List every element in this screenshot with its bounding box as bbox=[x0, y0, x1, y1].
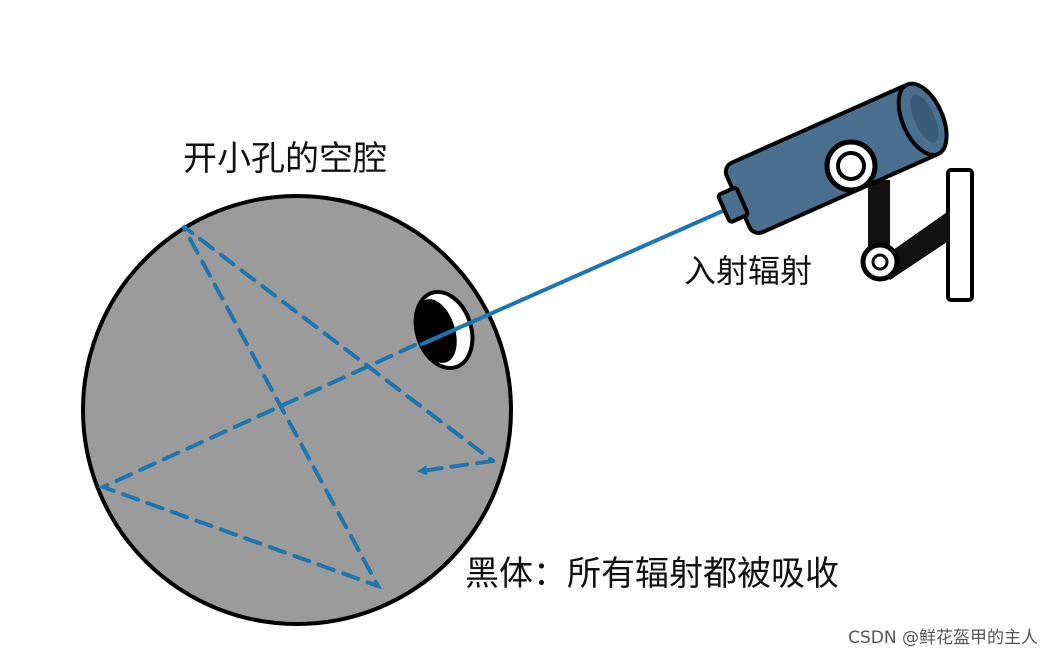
cavity-label: 开小孔的空腔 bbox=[183, 131, 387, 180]
blackbody-caption: 黑体：所有辐射都被吸收 bbox=[465, 546, 839, 595]
watermark: CSDN @鲜花盔甲的主人 bbox=[848, 623, 1038, 648]
cavity-sphere bbox=[83, 196, 511, 624]
incident-radiation-label: 入射辐射 bbox=[684, 246, 812, 292]
